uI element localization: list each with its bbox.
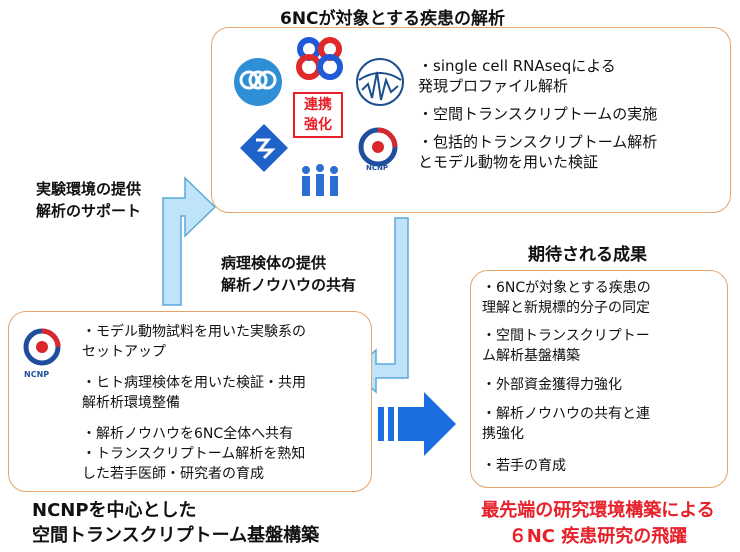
svg-text:NCNP: NCNP — [366, 164, 388, 172]
diamond-logo-icon — [239, 123, 289, 173]
outcome-item-2-line-2: ム解析基盤構築 — [482, 348, 580, 364]
ncnp-item-3-line-1: ・解析ノウハウを6NC全体へ共有 — [82, 426, 294, 442]
top-item-1-line-1: ・single cell RNAseqによる — [418, 57, 616, 75]
pathology-label-line-1: 病理検体の提供 — [221, 254, 327, 272]
ncnp-logo-icon — [23, 328, 61, 366]
top-item-1: ・single cell RNAseqによる 発現プロファイル解析 — [418, 56, 616, 96]
top-item-3-line-2: とモデル動物を用いた検証 — [418, 153, 599, 171]
outcome-item-2-line-1: ・空間トランスクリプトー — [482, 328, 650, 344]
outcomes-title: 期待される成果 — [528, 245, 647, 265]
pathology-label: 病理検体の提供 解析ノウハウの共有 — [221, 252, 356, 296]
ncnp-item-3-line-2: ・トランスクリプトーム解析を熟知 — [82, 446, 306, 462]
top-item-3-line-1: ・包括的トランスクリプトーム解析 — [418, 133, 658, 151]
top-item-2: ・空間トランスクリプトームの実施 — [418, 104, 657, 124]
outcome-item-3-line-1: ・外部資金獲得力強化 — [482, 377, 622, 393]
badge-line-1: 連携 — [304, 97, 332, 113]
ncnp-box — [8, 311, 372, 492]
outcomes-caption: 最先端の研究環境構築による ６NC 疾患研究の飛躍 — [458, 498, 738, 550]
rings-logo-icon — [234, 58, 282, 106]
ncnp-item-3: ・解析ノウハウを6NC全体へ共有 ・トランスクリプトーム解析を熟知 した若手医師… — [82, 424, 305, 484]
ncnp-caption-line-1: NCNPを中心とした — [32, 500, 197, 521]
ncnp-item-2-line-2: 解析析環境整備 — [82, 395, 180, 411]
outcome-item-4: ・解析ノウハウの共有と連 携強化 — [482, 404, 650, 444]
outcome-item-1-line-1: ・6NCが対象とする疾患の — [482, 280, 651, 296]
outcome-item-5: ・若手の育成 — [482, 456, 566, 476]
people-logo-icon — [302, 164, 338, 196]
ncnp-logo-text: NCNP — [24, 370, 50, 379]
outcome-item-4-line-1: ・解析ノウハウの共有と連 — [482, 406, 650, 422]
ncnp-item-3-line-3: した若手医師・研究者の育成 — [82, 466, 264, 482]
ncnp-caption: NCNPを中心とした 空間トランスクリプトーム基盤構築 — [32, 498, 319, 548]
top-item-3: ・包括的トランスクリプトーム解析 とモデル動物を用いた検証 — [418, 132, 657, 172]
ncnp-item-1-line-1: ・モデル動物試料を用いた実験系の — [82, 324, 306, 340]
support-label: 実験環境の提供 解析のサポート — [36, 178, 141, 222]
outcomes-box — [470, 270, 728, 488]
outcome-item-2: ・空間トランスクリプトー ム解析基盤構築 — [482, 326, 650, 366]
ncnp-item-1: ・モデル動物試料を用いた実験系の セットアップ — [82, 322, 306, 362]
figure-eight-logo-icon — [296, 37, 343, 80]
collaboration-badge: 連携 強化 — [293, 92, 343, 138]
support-arrow — [162, 176, 217, 306]
outcome-item-4-line-2: 携強化 — [482, 426, 524, 442]
top-item-1-line-2: 発現プロファイル解析 — [418, 77, 569, 95]
pathology-label-line-2: 解析ノウハウの共有 — [221, 276, 357, 294]
top-item-2-line-1: ・空間トランスクリプトームの実施 — [418, 105, 658, 123]
outcome-item-5-line-1: ・若手の育成 — [482, 458, 566, 474]
outcome-item-3: ・外部資金獲得力強化 — [482, 375, 622, 395]
outcome-item-1: ・6NCが対象とする疾患の 理解と新規標的分子の同定 — [482, 278, 651, 318]
outcome-item-1-line-2: 理解と新規標的分子の同定 — [482, 300, 650, 316]
ncnp-logo-small-icon — [358, 127, 398, 167]
outcome-arrow — [378, 392, 456, 456]
ncnp-caption-line-2: 空間トランスクリプトーム基盤構築 — [32, 525, 320, 546]
badge-line-2: 強化 — [304, 117, 332, 133]
outcomes-caption-line-2: ６NC 疾患研究の飛躍 — [508, 526, 688, 547]
globe-logo-icon — [356, 58, 404, 106]
support-label-line-2: 解析のサポート — [36, 202, 142, 220]
outcomes-caption-line-1: 最先端の研究環境構築による — [481, 500, 715, 521]
ncnp-item-2: ・ヒト病理検体を用いた検証・共用 解析析環境整備 — [82, 373, 306, 413]
ncnp-item-1-line-2: セットアップ — [82, 344, 166, 360]
ncnp-item-2-line-1: ・ヒト病理検体を用いた検証・共用 — [82, 375, 306, 391]
top-title: 6NCが対象とする疾患の解析 — [280, 9, 506, 29]
support-label-line-1: 実験環境の提供 — [36, 180, 142, 198]
